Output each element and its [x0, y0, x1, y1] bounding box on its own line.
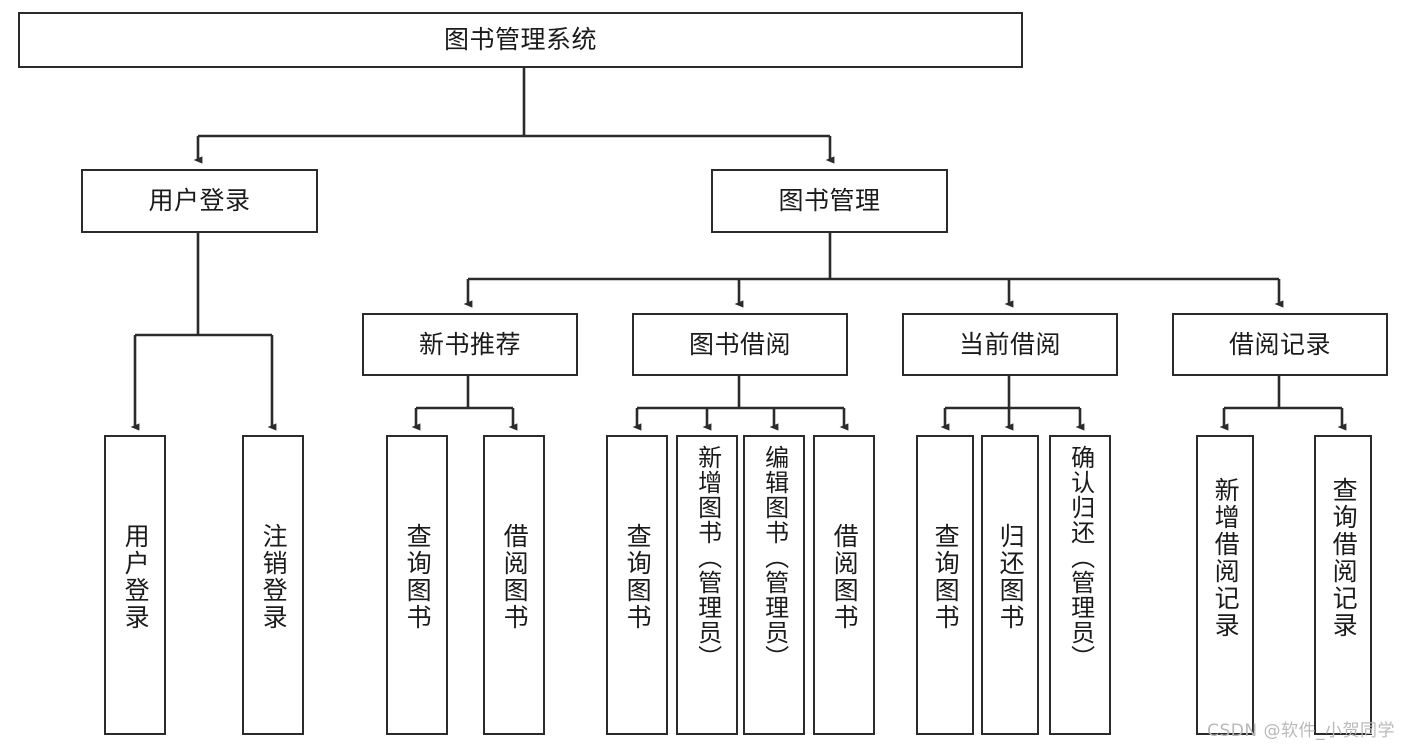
node-current-borrow-label: 当前借阅: [958, 329, 1061, 359]
leaf-current-borrow-query[interactable]: 查询图书: [916, 435, 974, 735]
leaf-label: 新增借阅记录: [1211, 477, 1241, 639]
leaf-label: 确认归还（管理员）: [1066, 445, 1095, 670]
node-new-book-recommend[interactable]: 新书推荐: [362, 313, 578, 376]
leaf-label: 查询图书: [403, 523, 433, 631]
node-borrow-record[interactable]: 借阅记录: [1172, 313, 1388, 376]
leaf-label: 新增图书（管理员）: [693, 445, 722, 670]
node-root-label: 图书管理系统: [443, 25, 597, 54]
leaf-label: 查询借阅记录: [1329, 477, 1359, 639]
node-book-borrow[interactable]: 图书借阅: [632, 313, 848, 376]
node-book-borrow-label: 图书借阅: [688, 329, 791, 359]
leaf-user-login-login[interactable]: 用户登录: [104, 435, 166, 735]
leaf-label: 用户登录: [121, 523, 151, 631]
node-current-borrow[interactable]: 当前借阅: [902, 313, 1118, 376]
node-new-book-recommend-label: 新书推荐: [418, 329, 521, 359]
watermark: CSDN @软件_小贺同学: [1207, 721, 1395, 741]
node-book-management-label: 图书管理: [778, 186, 881, 215]
leaf-borrow-record-add[interactable]: 新增借阅记录: [1196, 435, 1254, 735]
node-root[interactable]: 图书管理系统: [18, 12, 1023, 68]
leaf-label: 归还图书: [996, 523, 1026, 631]
leaf-label: 注销登录: [259, 523, 289, 631]
leaf-label: 借阅图书: [500, 523, 530, 631]
leaf-new-book-borrow[interactable]: 借阅图书: [483, 435, 545, 735]
leaf-borrow-record-query[interactable]: 查询借阅记录: [1314, 435, 1372, 735]
leaf-label: 编辑图书（管理员）: [760, 445, 789, 670]
node-book-management[interactable]: 图书管理: [711, 169, 948, 233]
leaf-book-borrow-borrow[interactable]: 借阅图书: [813, 435, 875, 735]
leaf-label: 查询图书: [623, 523, 653, 631]
leaf-label: 借阅图书: [830, 523, 860, 631]
node-user-login[interactable]: 用户登录: [81, 169, 318, 233]
leaf-book-borrow-query[interactable]: 查询图书: [606, 435, 668, 735]
leaf-new-book-query[interactable]: 查询图书: [386, 435, 448, 735]
leaf-user-login-logout[interactable]: 注销登录: [242, 435, 304, 735]
leaf-current-borrow-confirm[interactable]: 确认归还（管理员）: [1049, 435, 1111, 735]
node-user-login-label: 用户登录: [148, 186, 251, 215]
node-borrow-record-label: 借阅记录: [1228, 329, 1331, 359]
leaf-label: 查询图书: [931, 523, 961, 631]
leaf-book-borrow-add[interactable]: 新增图书（管理员）: [676, 435, 738, 735]
leaf-current-borrow-return[interactable]: 归还图书: [981, 435, 1039, 735]
leaf-book-borrow-edit[interactable]: 编辑图书（管理员）: [743, 435, 805, 735]
